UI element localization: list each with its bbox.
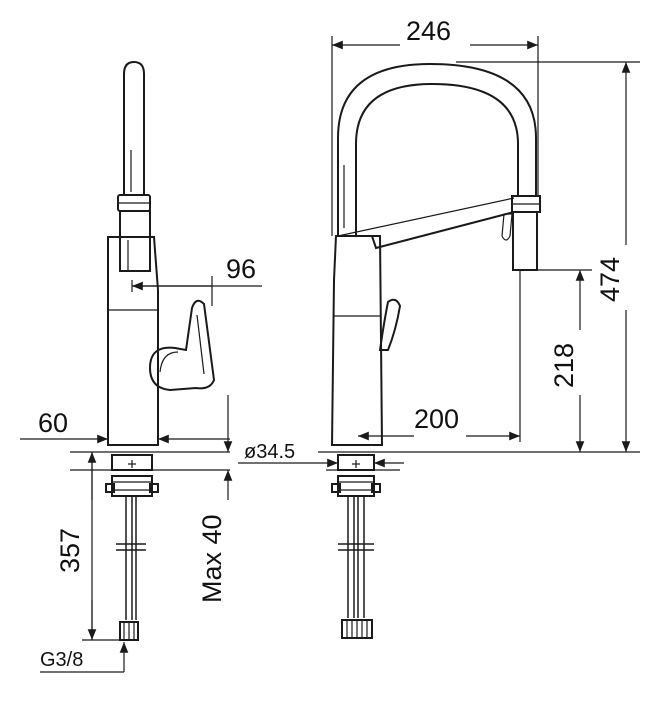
front-body (330, 235, 384, 446)
front-view (330, 62, 541, 639)
dim-246: 246 (406, 16, 451, 46)
side-view (105, 60, 216, 641)
dim-96: 96 (226, 254, 256, 284)
dim-218: 218 (549, 343, 579, 388)
side-spout-tube (123, 60, 145, 195)
dim-60: 60 (38, 408, 68, 438)
side-dimensions (20, 276, 262, 673)
dim-474: 474 (595, 257, 625, 302)
dim-200: 200 (414, 404, 459, 434)
dim-357: 357 (55, 528, 85, 573)
side-body (107, 236, 159, 446)
side-lever (148, 299, 216, 392)
front-arch-outer (337, 62, 537, 236)
front-mount-nut (337, 475, 375, 497)
side-mount-nut (111, 475, 153, 497)
side-spray-head (119, 210, 151, 272)
dim-g38: G3/8 (40, 649, 83, 671)
front-spray-head (512, 211, 538, 271)
front-lever (378, 298, 402, 351)
front-dimensions (238, 36, 640, 471)
front-arch-inner (355, 82, 519, 236)
dim-diameter-34-5: ø34.5 (244, 441, 295, 463)
dim-max-40: Max 40 (197, 514, 227, 603)
